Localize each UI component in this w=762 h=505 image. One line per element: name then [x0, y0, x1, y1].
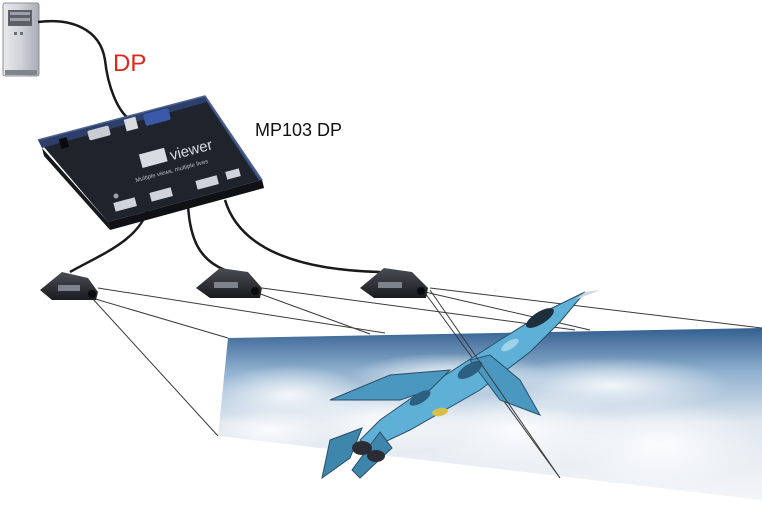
projector-3 — [360, 268, 428, 298]
projector-1 — [40, 272, 98, 300]
brand-logo — [138, 147, 168, 169]
computer-tower-icon — [2, 2, 40, 77]
dp-cable — [37, 19, 129, 119]
projection-lines — [91, 287, 762, 479]
fighter-jet-icon — [321, 290, 600, 480]
signal-label: DP — [113, 50, 147, 77]
mp103-device: viewer Multiple views, multiple lives — [37, 95, 264, 230]
device-model-label: MP103 DP — [255, 120, 343, 140]
projector-2 — [196, 268, 262, 298]
projector-icon — [40, 268, 428, 300]
projection-lines-front — [429, 289, 561, 479]
